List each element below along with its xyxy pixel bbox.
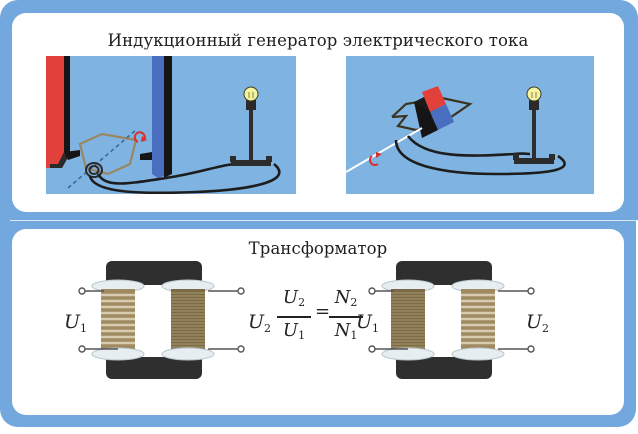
secondary-voltage-label: U2: [526, 311, 550, 335]
rotation-arrow-icon: [133, 131, 147, 143]
lamp-icon: [513, 86, 555, 164]
generator-scene-u-magnet: [46, 56, 296, 194]
secondary-voltage-label: U2: [248, 311, 272, 335]
transformer-panel: Трансформатор: [12, 229, 624, 415]
rotation-axis: [346, 127, 423, 173]
generator-title: Индукционный генератор электрического то…: [107, 31, 529, 50]
transformer-left: U1 U2: [64, 261, 271, 381]
equals-sign: =: [315, 301, 331, 322]
generator-panel: Индукционный генератор электрического то…: [12, 13, 624, 212]
generator-scene-bar-magnet: [346, 56, 594, 194]
primary-voltage-label: U1: [64, 311, 88, 335]
rotation-arrow-icon: [369, 152, 382, 166]
section-divider: [10, 220, 638, 221]
connecting-wires: [88, 162, 281, 194]
turns-ratio: N2 N1: [329, 286, 363, 348]
transformer-title: Трансформатор: [248, 239, 388, 258]
voltage-ratio: U2 U1: [277, 286, 311, 348]
slip-rings-icon: [85, 162, 103, 178]
transformer-icon: [368, 261, 535, 379]
primary-voltage-label: U1: [356, 311, 380, 335]
transformer-right: U1 U2: [356, 261, 550, 381]
transformer-icon: [78, 261, 245, 379]
transformer-ratio-formula: U2 U1 = N2 N1: [277, 286, 363, 346]
connecting-wires: [394, 135, 566, 176]
lamp-icon: [230, 86, 272, 166]
rotation-axis: [67, 129, 137, 189]
magnet-icon: [46, 56, 172, 178]
